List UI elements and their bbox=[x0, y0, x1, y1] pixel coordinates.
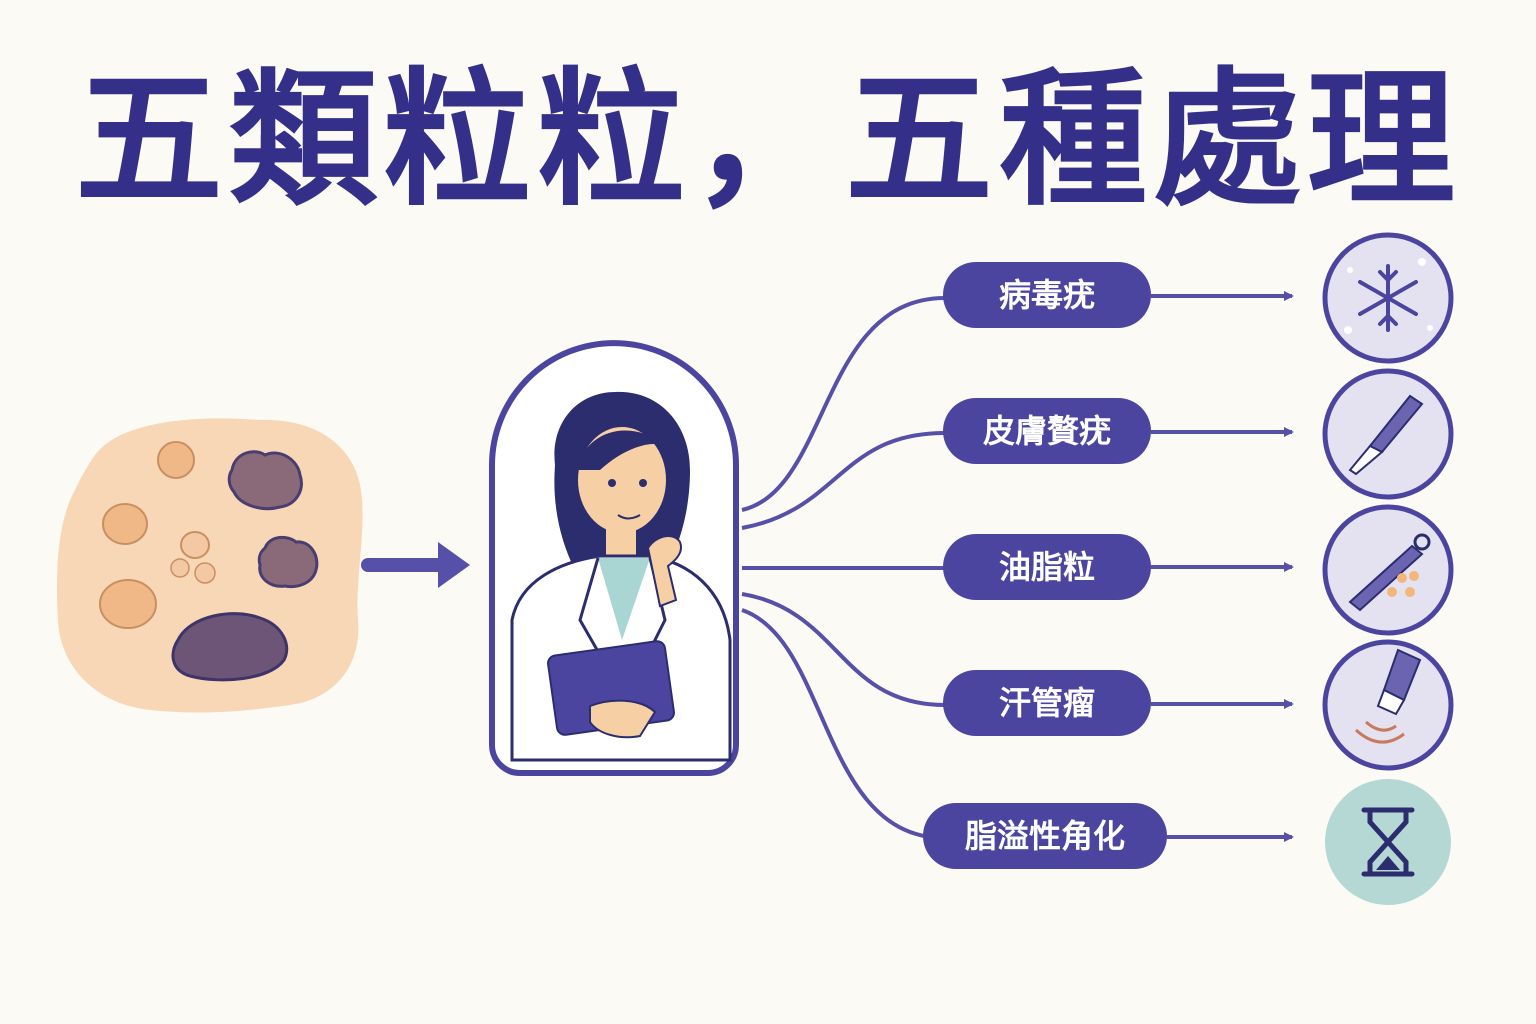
snowflake-icon bbox=[1322, 232, 1454, 364]
category-row-4: 汗管瘤 bbox=[943, 670, 1294, 736]
extractor-tool-icon bbox=[1322, 504, 1454, 636]
scalpel-icon bbox=[1322, 368, 1454, 500]
category-pill bbox=[923, 803, 1167, 869]
skin-bumps-illustration bbox=[56, 418, 363, 713]
category-row-2: 皮膚贅疣 bbox=[943, 398, 1294, 464]
category-label: 汗管瘤 bbox=[999, 684, 1095, 722]
category-pill bbox=[943, 398, 1151, 464]
category-pill bbox=[943, 262, 1151, 328]
category-label: 油脂粒 bbox=[999, 548, 1095, 586]
laser-device-icon bbox=[1322, 639, 1454, 771]
category-row-1: 病毒疣 bbox=[943, 262, 1294, 328]
doctor-portrait bbox=[489, 340, 739, 776]
page-title: 五類粒粒，五種處理 bbox=[75, 54, 1461, 226]
category-label: 皮膚贅疣 bbox=[983, 412, 1111, 450]
category-row-5: 脂溢性角化 bbox=[923, 803, 1294, 869]
category-pill bbox=[943, 670, 1151, 736]
category-row-3: 油脂粒 bbox=[943, 534, 1294, 600]
category-label: 脂溢性角化 bbox=[965, 817, 1125, 855]
category-pill bbox=[943, 534, 1151, 600]
category-label: 病毒疣 bbox=[999, 276, 1095, 314]
branch-lines bbox=[741, 296, 946, 840]
hourglass-icon bbox=[1325, 779, 1451, 905]
